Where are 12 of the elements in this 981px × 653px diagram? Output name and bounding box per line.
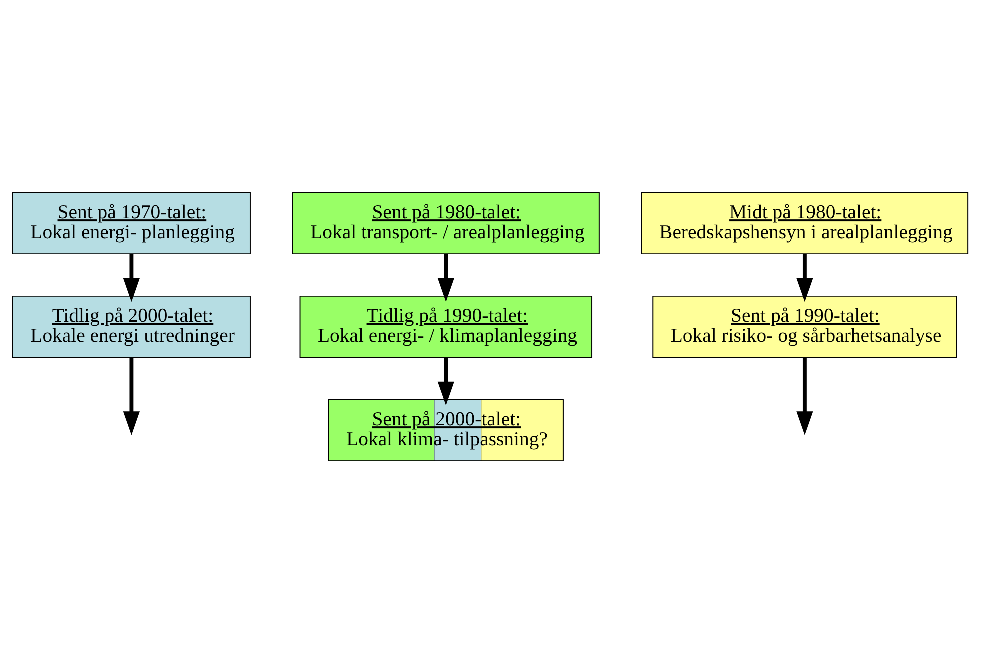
arrow (123, 357, 140, 435)
arrow (438, 254, 454, 302)
arrow (796, 254, 814, 302)
node-box: Sent på 1970-talet: Lokal energi- planlegging (12, 192, 251, 254)
arrow (796, 357, 814, 435)
node-box: Tidlig på 1990-talet: Lokal energi- / klimaplanlegging (300, 295, 593, 358)
node-box: Sent på 1980-talet: Lokal transport- / arealplanlegging (292, 192, 600, 254)
node-box: Tidlig på 2000-talet: Lokale energi utredninger (12, 295, 251, 358)
node-box: Sent på 1990-talet: Lokal risiko- og sårbarhetsanalyse (652, 295, 958, 358)
node-box: Midt på 1980-talet: Beredskapshensyn i arealplanlegging (641, 192, 969, 254)
arrow (438, 357, 454, 406)
arrow (123, 254, 140, 302)
